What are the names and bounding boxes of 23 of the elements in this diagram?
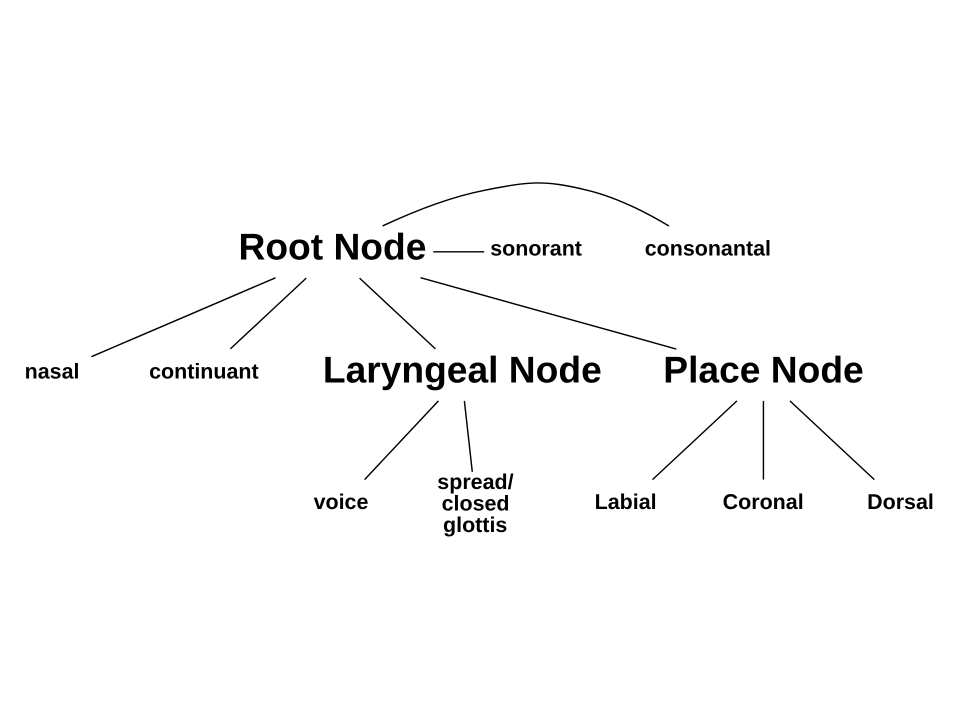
node-text: consonantal <box>644 236 771 260</box>
connector <box>762 400 764 480</box>
node-text: continuant <box>149 358 259 383</box>
connector <box>789 400 875 480</box>
connector <box>652 400 738 480</box>
connector <box>91 276 276 357</box>
node-text: voice <box>314 490 368 514</box>
node-text: Laryngeal Node <box>322 348 602 390</box>
connector <box>364 400 439 480</box>
node-text: nasal <box>24 358 80 383</box>
connector <box>420 276 676 350</box>
connector <box>464 400 474 472</box>
node-text: spread/ closed glottis <box>437 470 514 537</box>
connector <box>382 182 670 226</box>
connector <box>230 277 307 349</box>
node-text: sonorant <box>490 236 582 260</box>
node-text: Place Node <box>663 348 864 390</box>
node-text: Root Node <box>238 224 426 267</box>
node-text: Coronal <box>722 490 804 514</box>
connector <box>359 277 436 349</box>
connector <box>433 250 484 252</box>
node-text: Labial <box>594 490 657 514</box>
node-text: Dorsal <box>867 490 934 514</box>
